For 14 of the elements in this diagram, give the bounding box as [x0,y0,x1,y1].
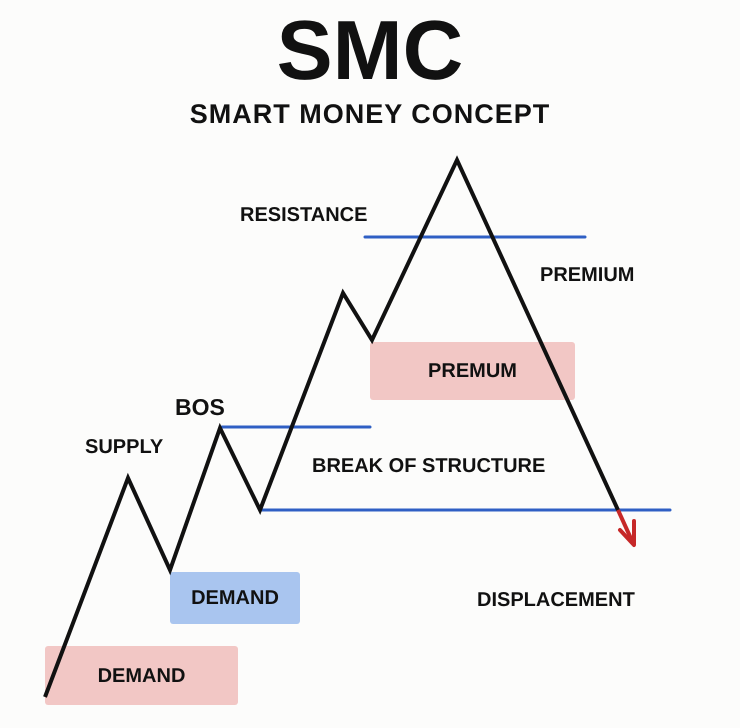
level-label: BREAK OF STRUCTURE [312,454,546,479]
zone-label: PREMIUM [540,263,634,288]
zone-text: PREMUM [428,359,517,384]
demand-zone [45,646,238,705]
level-label: RESISTANCE [240,203,368,228]
demand-zone [170,572,300,624]
premium-zone [370,342,575,400]
level-label: BOS [175,393,225,422]
zone-text: DEMAND [191,586,279,611]
subtitle: SMART MONEY CONCEPT [188,98,552,131]
zone-text: DEMAND [98,664,186,688]
title: SMC [276,8,464,92]
move-label: DISPLACEMENT [477,588,635,613]
zone-label: SUPPLY [85,435,164,460]
